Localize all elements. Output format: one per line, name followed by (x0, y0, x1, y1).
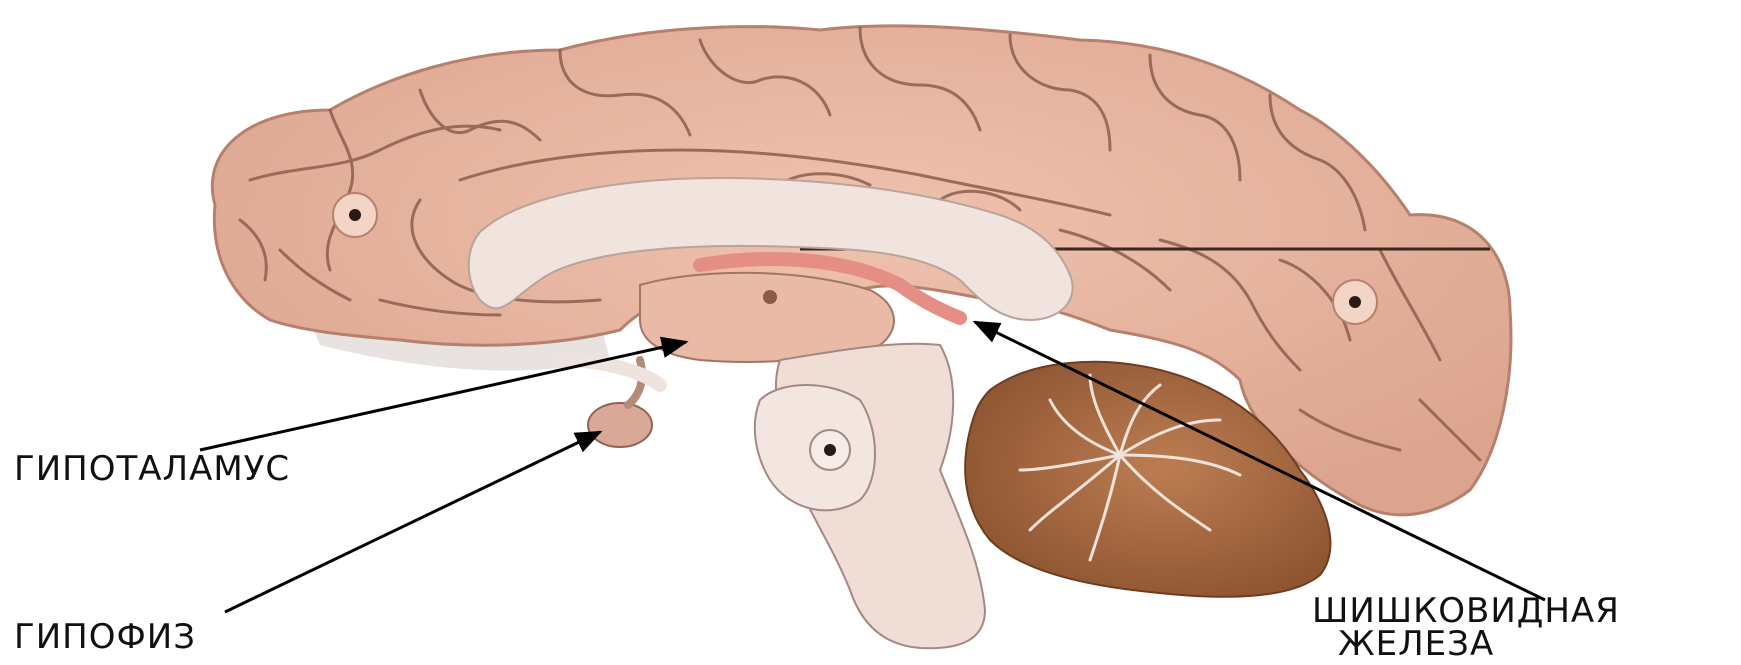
label-pineal-line1: ШИШКОВИДНАЯ (1312, 594, 1620, 628)
label-hypothalamus: ГИПОТАЛАМУС (14, 452, 290, 486)
label-pineal-gland: ШИШКОВИДНАЯ ЖЕЛЕЗА (1312, 594, 1620, 661)
label-pineal-line2: ЖЕЛЕЗА (1312, 627, 1620, 661)
optic-chiasm (560, 360, 660, 385)
interthalamic-adhesion (763, 290, 777, 304)
pituitary-gland (588, 403, 652, 447)
label-pituitary: ГИПОФИЗ (14, 620, 196, 654)
